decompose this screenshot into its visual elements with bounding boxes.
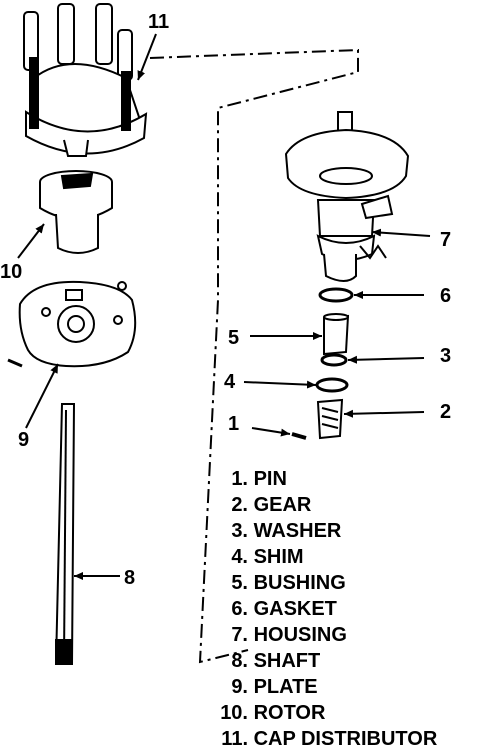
leader-1 bbox=[251, 427, 291, 437]
leader-10 bbox=[17, 223, 45, 259]
legend-name: GEAR bbox=[253, 494, 312, 516]
legend-item: 6. GASKET bbox=[214, 596, 437, 622]
legend-name: ROTOR bbox=[253, 702, 326, 724]
bushing-part bbox=[323, 313, 350, 356]
washer-part bbox=[320, 353, 348, 367]
assembly-dashed-line bbox=[149, 48, 359, 664]
legend-number: 11. bbox=[221, 728, 248, 750]
legend-item: 11. CAP DISTRIBUTOR bbox=[214, 726, 437, 752]
legend-item: 3. WASHER bbox=[214, 518, 437, 544]
shim-part bbox=[315, 377, 349, 393]
gear-part bbox=[316, 398, 344, 440]
callout-1: 1 bbox=[228, 413, 239, 435]
callout-3: 3 bbox=[440, 345, 451, 367]
legend-name: SHIM bbox=[253, 546, 304, 568]
legend-item: 8. SHAFT bbox=[214, 648, 437, 674]
callout-5: 5 bbox=[228, 327, 239, 349]
callout-7: 7 bbox=[440, 229, 451, 251]
legend-name: WASHER bbox=[253, 520, 342, 542]
housing-part bbox=[284, 111, 410, 282]
legend-name: SHAFT bbox=[253, 650, 321, 672]
legend-name: HOUSING bbox=[253, 624, 347, 646]
plate-part bbox=[7, 280, 137, 368]
legend-item: 4. SHIM bbox=[214, 544, 437, 570]
legend-item: 7. HOUSING bbox=[214, 622, 437, 648]
legend-number: 8. bbox=[231, 650, 248, 672]
rotor-part bbox=[39, 170, 113, 254]
callout-11: 11 bbox=[148, 11, 169, 33]
callout-8: 8 bbox=[124, 567, 135, 589]
legend-number: 2. bbox=[231, 494, 248, 516]
leader-2 bbox=[343, 409, 425, 418]
legend-name: BUSHING bbox=[253, 572, 346, 594]
legend-name: PIN bbox=[253, 468, 287, 490]
gasket-part bbox=[318, 287, 354, 303]
pin-part bbox=[291, 432, 307, 440]
legend-number: 7. bbox=[231, 624, 248, 646]
callout-9: 9 bbox=[18, 429, 29, 451]
legend-item: 1. PIN bbox=[214, 466, 437, 492]
legend-number: 5. bbox=[231, 572, 248, 594]
legend-number: 9. bbox=[231, 676, 248, 698]
legend-item: 10. ROTOR bbox=[214, 700, 437, 726]
legend-number: 1. bbox=[231, 468, 248, 490]
callout-2: 2 bbox=[440, 401, 451, 423]
legend-item: 5. BUSHING bbox=[214, 570, 437, 596]
legend-name: CAP DISTRIBUTOR bbox=[253, 728, 438, 750]
callout-6: 6 bbox=[440, 285, 451, 307]
cap-distributor-part bbox=[23, 3, 148, 157]
leader-9 bbox=[25, 363, 59, 429]
callout-10: 10 bbox=[0, 261, 22, 283]
legend-number: 6. bbox=[231, 598, 248, 620]
legend-item: 2. GEAR bbox=[214, 492, 437, 518]
legend-number: 4. bbox=[231, 546, 248, 568]
leader-7 bbox=[371, 228, 431, 237]
legend-number: 3. bbox=[231, 520, 248, 542]
parts-legend: 1. PIN 2. GEAR 3. WASHER 4. SHIM 5. BUSH… bbox=[214, 466, 437, 752]
leader-11 bbox=[137, 33, 157, 81]
legend-item: 9. PLATE bbox=[214, 674, 437, 700]
legend-number: 10. bbox=[220, 702, 248, 724]
callout-4: 4 bbox=[224, 371, 236, 393]
legend-name: GASKET bbox=[253, 598, 337, 620]
shaft-part bbox=[54, 403, 76, 665]
leader-3 bbox=[347, 355, 425, 364]
legend-name: PLATE bbox=[253, 676, 318, 698]
leader-4 bbox=[243, 380, 317, 389]
